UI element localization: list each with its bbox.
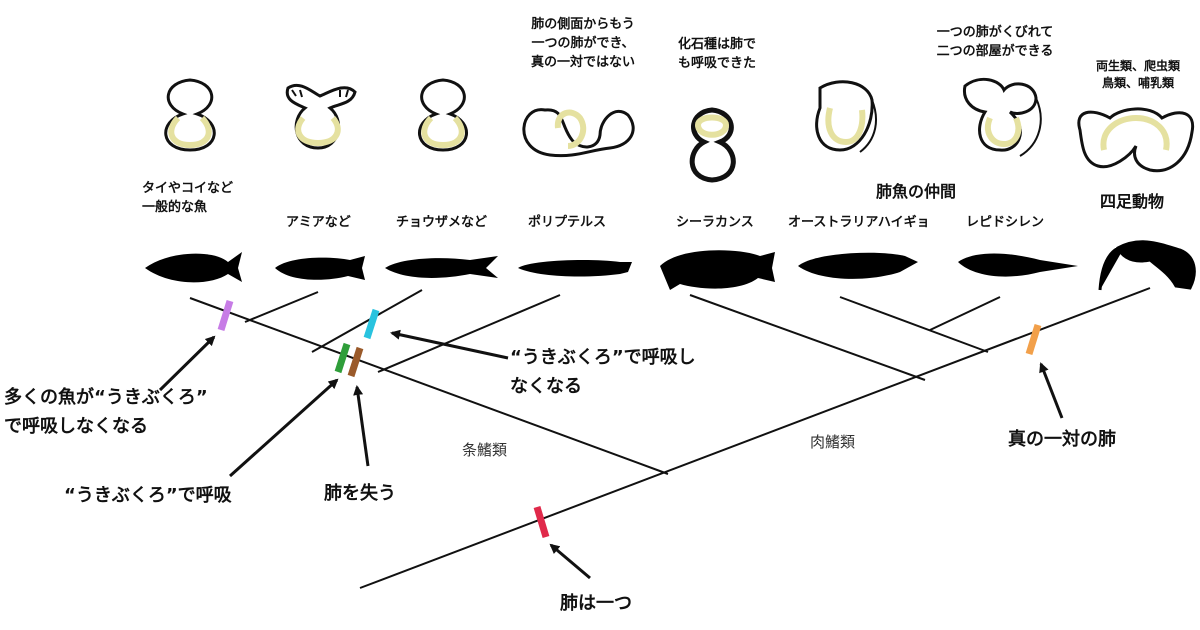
event-label-one-lung: 肺は一つ <box>560 593 632 614</box>
arrow-swimbladder-breathe <box>228 378 339 478</box>
lung-diagram-tai <box>164 78 216 152</box>
event-label-true-pair: 真の一対の肺 <box>1008 429 1116 450</box>
coelacanth-silhouette <box>660 250 775 290</box>
marker-purple <box>217 299 234 332</box>
marker-cyan <box>363 308 380 340</box>
marker-brown <box>347 346 364 378</box>
group-label-lungfish: 肺魚の仲間 <box>876 182 957 201</box>
annotation-constricted: 一つの肺がくびれて 二つの部屋ができる <box>936 25 1054 59</box>
event-markers <box>217 299 1042 539</box>
aus-lungfish-silhouette <box>798 252 918 279</box>
taxon-label-tai: タイやコイなど 一般的な魚 <box>142 181 234 215</box>
arrow-lose-lung <box>353 385 370 467</box>
lung-diagram-amia <box>285 83 357 150</box>
event-label-swimbladder-many: 多くの魚が“うきぶくろ” で呼吸しなくなる <box>4 387 208 437</box>
arrow-swimbladder-many <box>158 335 216 392</box>
lung-diagram-lepidosiren <box>962 77 1042 157</box>
lung-diagram-aus-lungfish <box>815 80 877 153</box>
lepidosiren-silhouette <box>958 253 1078 277</box>
lung-diagram-polypterus <box>522 108 635 158</box>
lung-diagram-coelacanth <box>689 107 736 183</box>
marker-red <box>533 505 550 539</box>
event-label-lose-lung: 肺を失う <box>324 483 396 504</box>
clade-label-lobefinned: 肉鰭類 <box>810 433 856 451</box>
marker-green <box>334 342 351 374</box>
event-label-swimbladder-breathe: “うきぶくろ”で呼吸 <box>64 485 232 506</box>
polypterus-silhouette <box>518 260 632 277</box>
tai-silhouette <box>145 252 242 283</box>
arrows <box>158 329 1064 580</box>
taxon-label-amia: アミアなど <box>286 215 351 230</box>
taxon-label-coelacanth: シーラカンス <box>676 215 754 230</box>
tetrapod-silhouette <box>1098 240 1196 291</box>
arrow-swimbladder-stop <box>390 329 509 360</box>
amia-silhouette <box>275 256 365 280</box>
tree-lines <box>189 287 1151 589</box>
annotation-fossil: 化石種は肺で も呼吸できた <box>677 37 756 71</box>
lung-diagram-tetrapods <box>1077 107 1195 173</box>
taxon-label-polypterus: ポリプテルス <box>528 215 607 230</box>
marker-orange <box>1025 323 1042 356</box>
arrow-one-lung <box>549 543 591 580</box>
taxon-label-aus-lungfish: オーストラリアハイギョ <box>788 215 930 230</box>
annotation-lung-sides: 肺の側面からもう 一つの肺ができ、 真の一対ではない <box>530 17 635 70</box>
annotation-tetrapod-groups: 両生類、爬虫類 鳥類、哺乳類 <box>1095 59 1180 91</box>
sturgeon-silhouette <box>385 256 498 278</box>
event-label-swimbladder-stop: “うきぶくろ”で呼吸し なくなる <box>510 347 696 397</box>
group-label-tetrapods: 四足動物 <box>1100 192 1165 211</box>
arrow-true-pair <box>1039 362 1064 419</box>
lung-diagram-sturgeon <box>418 78 468 152</box>
taxon-label-sturgeon: チョウザメなど <box>396 215 488 230</box>
taxon-label-lepidosiren: レピドシレン <box>966 215 1045 230</box>
clade-label-rayfinned: 条鰭類 <box>462 441 508 459</box>
